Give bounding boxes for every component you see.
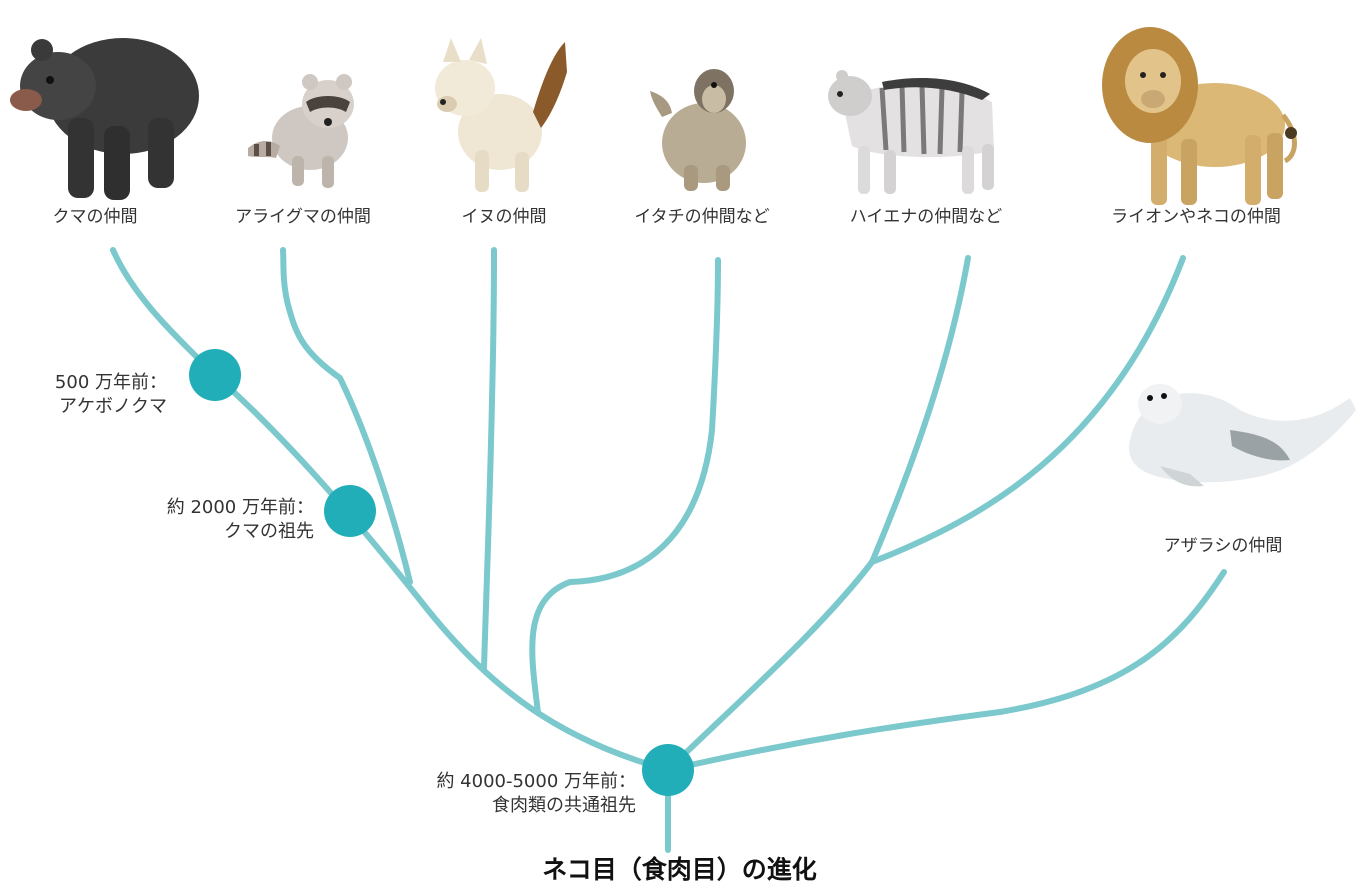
node-name: アケボノクマ: [59, 396, 167, 417]
raccoon-icon: [248, 74, 354, 188]
lion-icon: [1102, 27, 1297, 205]
clade-label-hyena: ハイエナの仲間など: [849, 207, 1003, 227]
branch-weasel: [529, 257, 721, 716]
clade-label-seal: アザラシの仲間: [1163, 536, 1283, 556]
node-akebono-bear: [189, 349, 241, 401]
branch-raccoon: [280, 247, 413, 585]
branch-feliform: [665, 559, 875, 773]
node-name: 食肉類の共通祖先: [492, 795, 636, 816]
weasel-icon: [650, 69, 746, 191]
diagram-title: ネコ目（食肉目）の進化: [542, 855, 817, 884]
node-name: クマの祖先: [224, 521, 314, 542]
node-bear-ancestor: [324, 485, 376, 537]
branch-hyena: [869, 255, 971, 565]
node-label-akebono-bear: 500 万年前： アケボノクマ: [55, 371, 167, 419]
node-label-carnivora-ancestor: 約 4000-5000 万年前： 食肉類の共通祖先: [436, 770, 636, 818]
branch-seal: [665, 569, 1227, 773]
clade-label-raccoon: アライグマの仲間: [235, 207, 371, 227]
clade-label-bear: クマの仲間: [52, 207, 138, 227]
node-time: 500 万年前：: [54, 372, 167, 393]
dog-icon: [435, 38, 567, 192]
bear-icon: [10, 38, 199, 200]
hyena-icon: [828, 70, 994, 194]
node-time: 約 4000-5000 万年前：: [436, 771, 636, 792]
branch-dog: [481, 247, 497, 671]
node-carnivora-ancestor: [642, 744, 694, 796]
node-label-bear-ancestor: 約 2000 万年前： クマの祖先: [167, 496, 314, 544]
seal-icon: [1128, 384, 1356, 487]
node-time: 約 2000 万年前：: [166, 497, 314, 518]
clade-label-dog: イヌの仲間: [461, 207, 547, 227]
branch-lion: [869, 255, 1186, 565]
clade-label-weasel: イタチの仲間など: [634, 207, 770, 227]
clade-label-lion: ライオンやネコの仲間: [1111, 207, 1281, 227]
